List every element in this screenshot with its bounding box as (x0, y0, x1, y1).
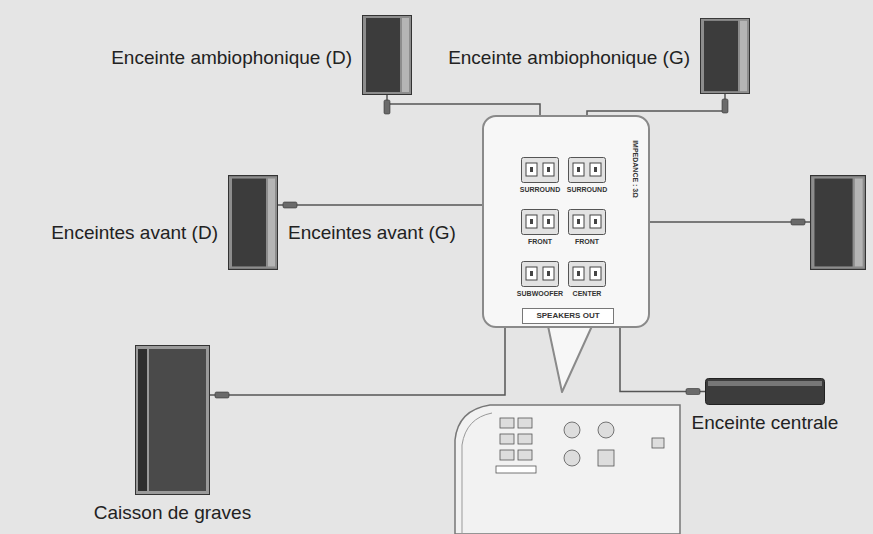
wire-plug (384, 100, 390, 114)
wire-plug (215, 392, 229, 398)
wire-plug (722, 99, 728, 113)
speaker-terminal: FRONT (521, 209, 559, 235)
terminal-shape (521, 209, 559, 235)
subwoofer-shape (135, 345, 210, 495)
subwoofer: Caisson de graves (135, 345, 210, 495)
speaker-terminal: FRONT (568, 209, 606, 235)
speaker-shape (362, 15, 412, 95)
terminal-shape (568, 261, 606, 287)
speaker-terminal: SUBWOOFER (521, 261, 559, 287)
receiver-terminals (496, 418, 664, 473)
speaker-label: Caisson de graves (94, 502, 251, 524)
receiver-edge (462, 413, 492, 534)
speaker-label: Enceintes avant (D) (51, 222, 218, 244)
speaker-shape (810, 175, 866, 270)
impedance-note: IMPEDANCE : 3Ω (630, 134, 640, 204)
panel-title: SPEAKERS OUT (522, 308, 614, 324)
speaker-wire (210, 274, 521, 398)
terminal-label: SURROUND (520, 186, 560, 193)
receiver-body (455, 405, 680, 534)
terminal-label: FRONT (575, 238, 599, 245)
wire-plug (791, 219, 805, 225)
speaker-label: Enceinte ambiophonique (G) (448, 47, 690, 69)
terminal-label: CENTER (573, 290, 602, 297)
speaker-shape (228, 175, 278, 270)
surround-speaker: Enceinte ambiophonique (G) (700, 18, 750, 94)
speaker-terminal: SURROUND (568, 157, 606, 183)
center-speaker: Enceinte centrale (705, 378, 825, 405)
terminal-label: FRONT (528, 238, 552, 245)
terminal-shape (521, 157, 559, 183)
front-speaker: Enceintes avant (G) (810, 175, 866, 270)
speaker-terminal: SURROUND (521, 157, 559, 183)
speaker-shape (700, 18, 750, 94)
speaker-terminal: CENTER (568, 261, 606, 287)
callout-tail (548, 326, 592, 392)
surround-speaker: Enceinte ambiophonique (D) (362, 15, 412, 95)
speakers-out-panel: SPEAKERS OUT IMPEDANCE : 3Ω SURROUND SURROU… (482, 115, 650, 328)
speaker-label: Enceinte centrale (692, 412, 839, 434)
terminal-shape (568, 209, 606, 235)
terminal-label: SUBWOOFER (517, 290, 563, 297)
speaker-label: Enceinte ambiophonique (D) (111, 47, 352, 69)
wire-plug (686, 389, 700, 395)
speaker-shape (705, 378, 825, 405)
terminal-shape (568, 157, 606, 183)
speaker-label: Enceintes avant (G) (288, 222, 456, 244)
terminal-shape (521, 261, 559, 287)
terminal-label: SURROUND (567, 186, 607, 193)
wire-plug (283, 202, 297, 208)
front-speaker: Enceintes avant (D) (228, 175, 278, 270)
wire-line (210, 274, 521, 395)
